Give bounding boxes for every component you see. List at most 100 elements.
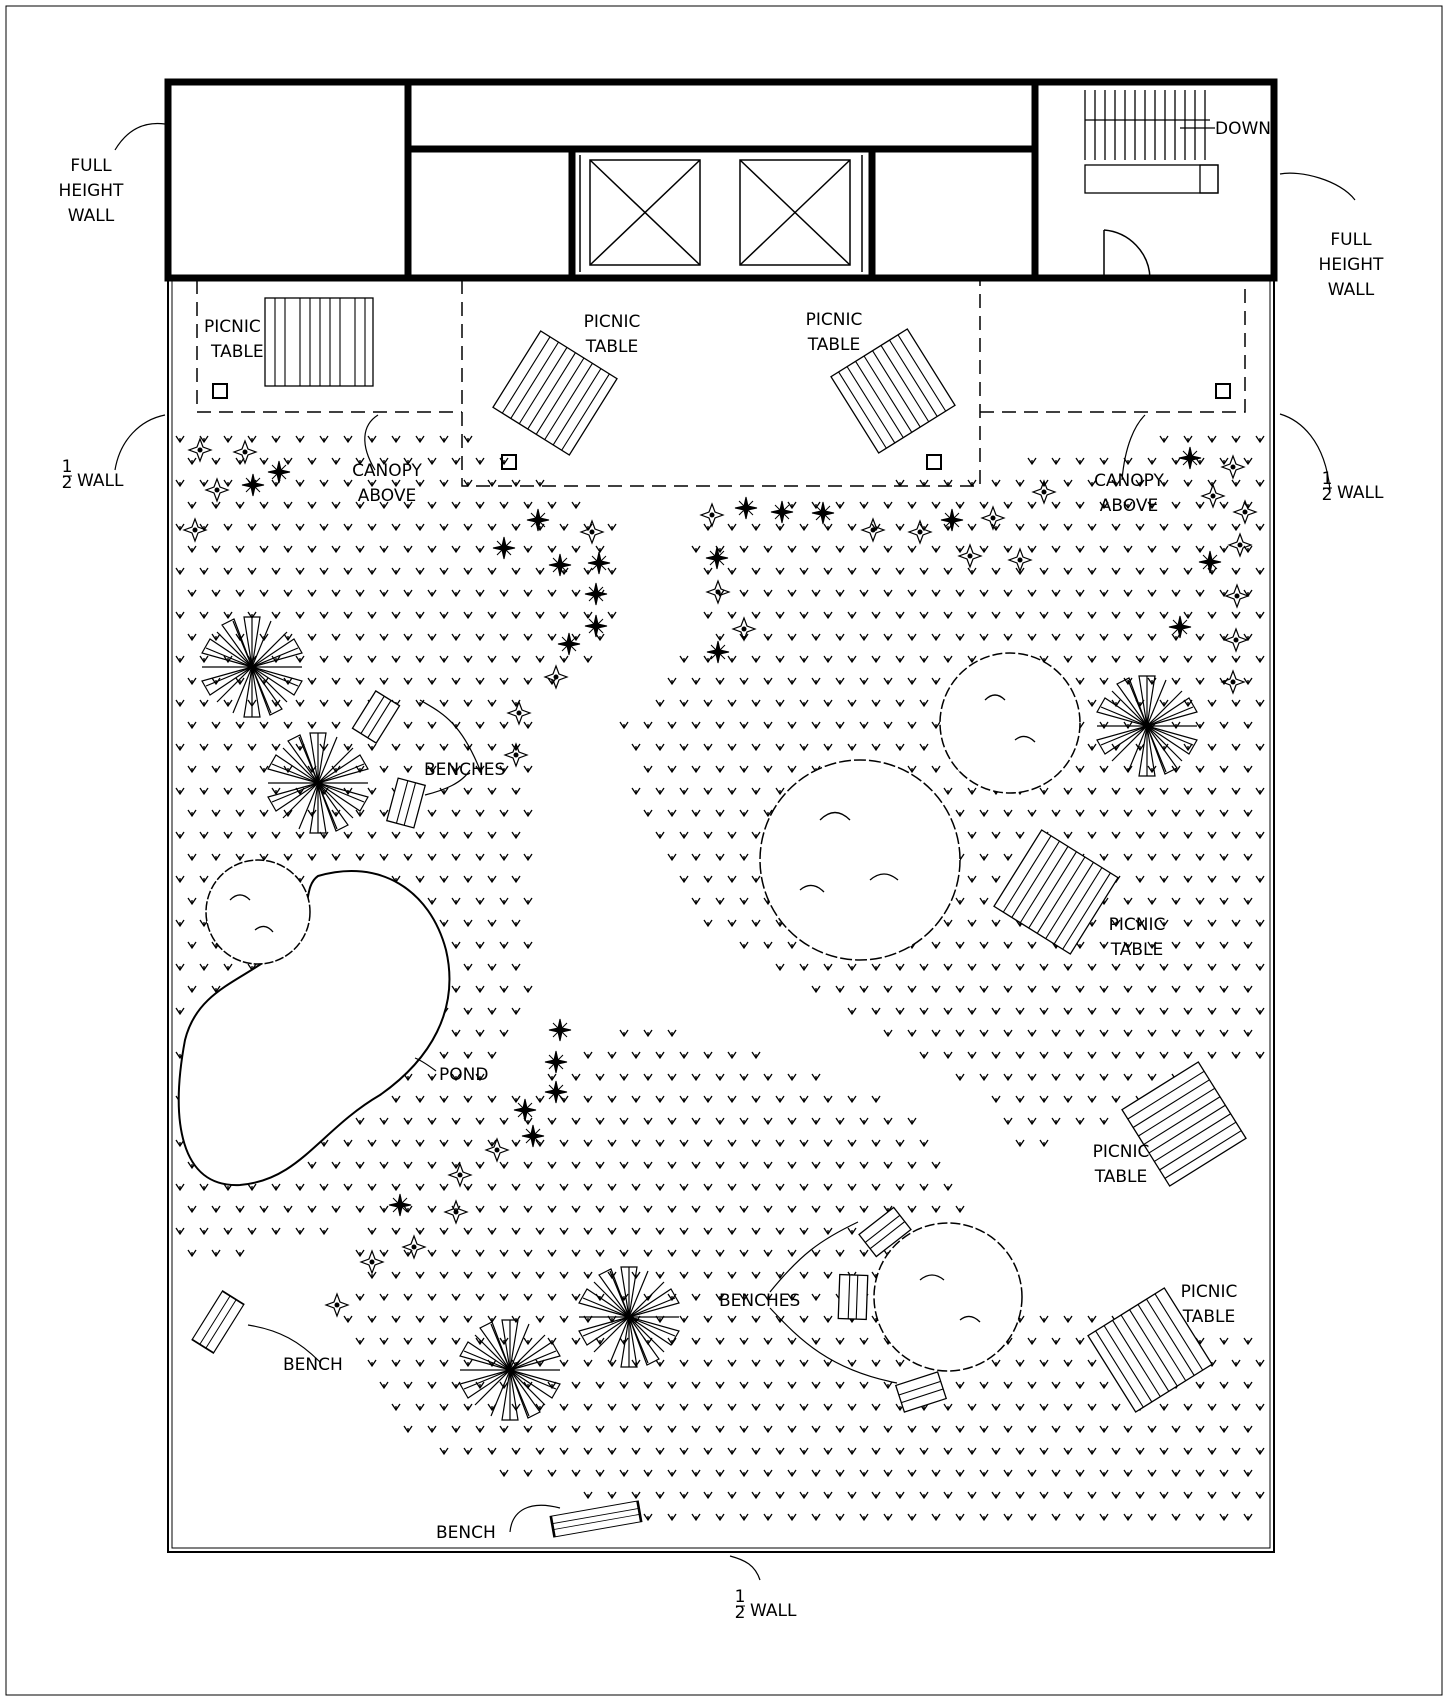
grass-mark	[1015, 1359, 1025, 1367]
grass-mark	[811, 545, 821, 553]
grass-mark	[955, 985, 965, 993]
grass-mark	[271, 567, 281, 575]
grass-mark	[1171, 897, 1181, 905]
grass-mark	[463, 1183, 473, 1191]
grass-mark	[235, 589, 245, 597]
grass-mark	[1099, 853, 1109, 861]
grass-mark	[691, 1381, 701, 1389]
grass-mark	[883, 1425, 893, 1433]
grass-mark	[367, 1183, 377, 1191]
grass-mark	[1219, 457, 1229, 465]
tree-icon	[201, 616, 303, 718]
grass-mark	[1063, 787, 1073, 795]
grass-mark	[751, 1051, 761, 1059]
grass-mark	[1207, 787, 1217, 795]
grass-mark	[1087, 787, 1097, 795]
grass-mark	[1087, 1051, 1097, 1059]
grass-mark	[499, 897, 509, 905]
leader-lines	[114, 122, 1356, 1581]
grass-mark	[1159, 1403, 1169, 1411]
grass-mark	[571, 1381, 581, 1389]
grass-mark	[835, 1381, 845, 1389]
grass-mark	[187, 589, 197, 597]
grass-mark	[1231, 435, 1241, 443]
grass-mark	[223, 523, 233, 531]
grass-mark	[415, 611, 425, 619]
grass-mark	[1147, 545, 1157, 553]
grass-mark	[727, 1051, 737, 1059]
grass-mark	[931, 545, 941, 553]
grass-mark	[1195, 809, 1205, 817]
grass-mark	[1159, 567, 1169, 575]
grass-mark	[871, 743, 881, 751]
grass-mark	[1051, 985, 1061, 993]
grass-mark	[427, 1381, 437, 1389]
grass-mark	[799, 1491, 809, 1499]
grass-mark	[979, 897, 989, 905]
grass-mark	[475, 809, 485, 817]
grass-mark	[1243, 765, 1253, 773]
grass-mark	[1147, 809, 1157, 817]
grass-mark	[967, 523, 977, 531]
grass-mark	[703, 919, 713, 927]
grass-mark	[811, 721, 821, 729]
grass-mark	[355, 1293, 365, 1301]
picnic-table-label: TABLE	[210, 342, 264, 362]
grass-mark	[919, 743, 929, 751]
grass-mark	[379, 1337, 389, 1345]
grass-mark	[835, 1117, 845, 1125]
grass-mark	[451, 1425, 461, 1433]
tree-icon	[578, 1266, 680, 1368]
full-height-wall-right-label-1: FULL	[1330, 230, 1372, 250]
grass-mark	[775, 655, 785, 663]
grass-mark	[691, 1337, 701, 1345]
grass-mark	[1195, 985, 1205, 993]
grass-mark	[1099, 809, 1109, 817]
grass-mark	[295, 699, 305, 707]
grass-mark	[859, 1381, 869, 1389]
grass-mark	[379, 545, 389, 553]
grass-mark	[691, 721, 701, 729]
grass-mark	[715, 1073, 725, 1081]
grass-mark	[871, 1095, 881, 1103]
grass-mark	[259, 721, 269, 729]
grass-mark	[175, 963, 185, 971]
grass-mark	[1039, 1447, 1049, 1455]
grass-mark	[307, 633, 317, 641]
grass-mark	[1207, 919, 1217, 927]
grass-mark	[631, 1227, 641, 1235]
grass-mark	[187, 897, 197, 905]
grass-mark	[1087, 611, 1097, 619]
grass-mark	[763, 765, 773, 773]
grass-mark	[643, 1381, 653, 1389]
grass-mark	[1051, 545, 1061, 553]
grass-mark	[187, 809, 197, 817]
grass-mark	[451, 1381, 461, 1389]
grass-mark	[1087, 1359, 1097, 1367]
grass-mark	[511, 875, 521, 883]
grass-mark	[811, 1117, 821, 1125]
grass-mark	[415, 523, 425, 531]
grass-mark	[1099, 1117, 1109, 1125]
grass-mark	[1231, 1007, 1241, 1015]
grass-mark	[931, 633, 941, 641]
grass-mark	[1243, 677, 1253, 685]
grass-mark	[463, 567, 473, 575]
grass-mark	[847, 567, 857, 575]
grass-mark	[523, 809, 533, 817]
grass-mark	[703, 1095, 713, 1103]
grass-mark	[1123, 589, 1133, 597]
grass-mark	[295, 479, 305, 487]
grass-mark	[655, 831, 665, 839]
grass-mark	[199, 787, 209, 795]
grass-mark	[511, 919, 521, 927]
grass-mark	[463, 1007, 473, 1015]
grass-mark	[1135, 1447, 1145, 1455]
grass-mark	[523, 1293, 533, 1301]
grass-mark	[631, 1447, 641, 1455]
grass-mark	[547, 501, 557, 509]
grass-mark	[943, 919, 953, 927]
grass-mark	[547, 1073, 557, 1081]
grass-mark	[247, 1183, 257, 1191]
grass-mark	[403, 765, 413, 773]
